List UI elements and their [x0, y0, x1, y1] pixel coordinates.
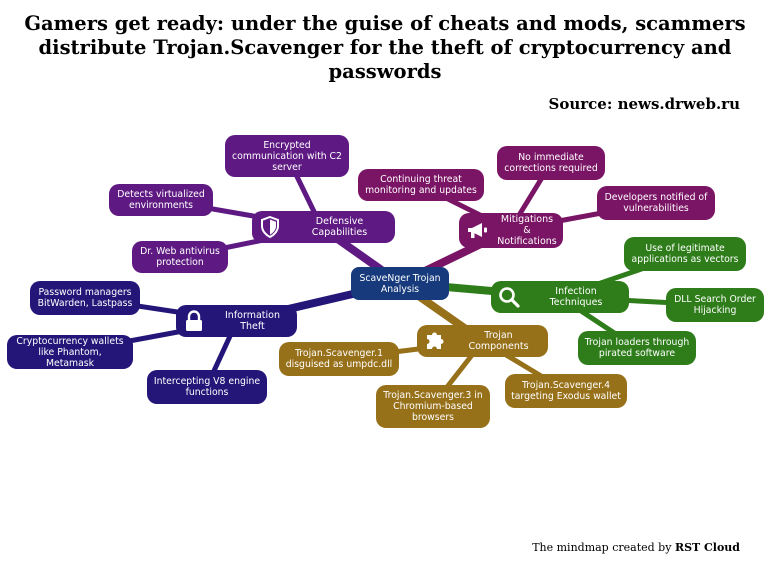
- lock-icon: [182, 309, 206, 333]
- leaf-drweb-protection: Dr. Web antivirus protection: [132, 241, 228, 273]
- leaf-label: DLL Search Order Hijacking: [674, 294, 756, 316]
- leaf-threat-monitoring: Continuing threat monitoring and updates: [358, 169, 484, 201]
- hub-defensive-capabilities: Defensive Capabilities: [252, 211, 395, 243]
- hub-mitigations-notifications: Mitigations & Notifications: [459, 213, 563, 248]
- credit-prefix: The mindmap created by: [532, 541, 672, 554]
- leaf-password-managers: Password managers BitWarden, Lastpass: [30, 281, 140, 315]
- hub-label: Infection Techniques: [549, 286, 603, 308]
- leaf-dll-hijacking: DLL Search Order Hijacking: [666, 288, 764, 322]
- leaf-crypto-wallets: Cryptocurrency wallets like Phantom, Met…: [7, 335, 133, 369]
- shield-icon: [258, 215, 282, 239]
- leaf-label: Intercepting V8 engine functions: [153, 376, 261, 398]
- leaf-label: Trojan loaders through pirated software: [584, 337, 690, 359]
- leaf-legit-apps: Use of legitimate applications as vector…: [624, 237, 746, 271]
- leaf-developers-notified: Developers notified of vulnerabilities: [597, 186, 715, 220]
- leaf-label: Trojan.Scavenger.4 targeting Exodus wall…: [511, 380, 621, 402]
- hub-label: Defensive Capabilities: [311, 216, 368, 238]
- leaf-detects-vm: Detects virtualized environments: [109, 184, 213, 216]
- megaphone-icon: [465, 219, 489, 243]
- hub-label: Trojan Components: [468, 330, 529, 352]
- leaf-label: Detects virtualized environments: [117, 189, 205, 211]
- leaf-label: Use of legitimate applications as vector…: [631, 243, 739, 265]
- leaf-label: Encrypted communication with C2 server: [232, 139, 342, 173]
- leaf-scavenger-1: Trojan.Scavenger.1 disguised as umpdc.dl…: [279, 342, 399, 376]
- credit-brand: RST Cloud: [674, 541, 740, 554]
- leaf-label: Continuing threat monitoring and updates: [365, 174, 477, 196]
- leaf-trojan-loaders: Trojan loaders through pirated software: [578, 331, 696, 365]
- hub-trojan-components: Trojan Components: [417, 325, 548, 357]
- leaf-scavenger-4: Trojan.Scavenger.4 targeting Exodus wall…: [505, 374, 627, 408]
- hub-information-theft: Information Theft: [176, 305, 297, 337]
- magnifier-icon: [497, 285, 521, 309]
- hub-label: Information Theft: [225, 310, 280, 332]
- credit-line: The mindmap created by RST Cloud: [532, 541, 740, 554]
- hub-label: Mitigations & Notifications: [497, 214, 557, 247]
- hub-infection-techniques: Infection Techniques: [491, 281, 629, 313]
- leaf-encrypted-c2: Encrypted communication with C2 server: [225, 135, 349, 177]
- leaf-label: Trojan.Scavenger.1 disguised as umpdc.dl…: [285, 348, 393, 370]
- mindmap-title: Gamers get ready: under the guise of che…: [24, 12, 746, 83]
- center-node-label: ScaveNger Trojan Analysis: [359, 272, 441, 295]
- leaf-label: Developers notified of vulnerabilities: [604, 192, 708, 214]
- source-label: Source: news.drweb.ru: [548, 95, 740, 113]
- center-node: ScaveNger Trojan Analysis: [351, 267, 449, 300]
- leaf-label: Trojan.Scavenger.3 in Chromium-based bro…: [383, 390, 483, 423]
- puzzle-icon: [423, 329, 447, 353]
- leaf-label: Password managers BitWarden, Lastpass: [37, 287, 133, 309]
- leaf-v8-intercept: Intercepting V8 engine functions: [147, 370, 267, 404]
- leaf-label: Dr. Web antivirus protection: [140, 246, 220, 268]
- leaf-scavenger-3: Trojan.Scavenger.3 in Chromium-based bro…: [376, 385, 490, 428]
- leaf-label: No immediate corrections required: [504, 152, 598, 174]
- leaf-label: Cryptocurrency wallets like Phantom, Met…: [16, 335, 124, 369]
- leaf-no-corrections: No immediate corrections required: [497, 146, 605, 180]
